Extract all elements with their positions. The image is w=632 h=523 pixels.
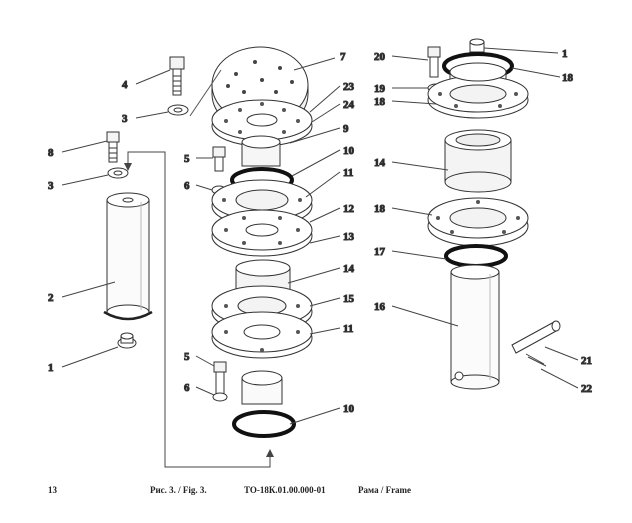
part-shims-23-24 bbox=[211, 99, 313, 147]
part-bolt-20 bbox=[427, 46, 441, 78]
callout-11b: 11 bbox=[343, 323, 353, 335]
callout-3b: 3 bbox=[48, 180, 54, 192]
callout-14a: 14 bbox=[343, 263, 355, 275]
page-number: 13 bbox=[48, 485, 57, 495]
part-axle-16 bbox=[450, 264, 500, 390]
part-cotter-22 bbox=[525, 353, 547, 367]
part-bushing-14b bbox=[444, 129, 512, 193]
document-code: ТО-18К.01.00.000-01 bbox=[244, 485, 326, 495]
part-washer-6b bbox=[212, 392, 228, 402]
callout-numbers: 4 3 8 3 2 1 7 23 24 9 5 10 6 11 12 13 14… bbox=[48, 48, 594, 416]
document-title: Рама / Frame bbox=[358, 485, 412, 495]
callout-7: 7 bbox=[340, 51, 346, 63]
callout-19: 19 bbox=[374, 83, 386, 95]
callout-5b: 5 bbox=[184, 351, 190, 363]
callout-18c: 18 bbox=[374, 203, 386, 215]
part-flange-18c bbox=[427, 197, 529, 247]
part-plate-12 bbox=[211, 209, 313, 257]
callout-14b: 14 bbox=[374, 157, 386, 169]
callout-6b: 6 bbox=[184, 382, 190, 394]
callout-4: 4 bbox=[122, 79, 128, 91]
callout-16: 16 bbox=[374, 301, 386, 313]
part-nut-1b bbox=[469, 38, 485, 53]
callout-22: 22 bbox=[581, 383, 593, 395]
part-pin-21 bbox=[511, 320, 561, 354]
callout-9: 9 bbox=[343, 123, 349, 135]
callout-23: 23 bbox=[343, 81, 355, 93]
leader-lines bbox=[61, 47, 579, 425]
callout-5a: 5 bbox=[184, 153, 190, 165]
part-nut-1a bbox=[117, 332, 137, 349]
figure-label: Рис. 3. / Fig. 3. bbox=[150, 485, 207, 495]
callout-18b: 18 bbox=[374, 96, 386, 108]
callout-13: 13 bbox=[343, 231, 355, 243]
part-washer-3b bbox=[107, 167, 129, 179]
part-bushing-lower bbox=[241, 370, 283, 405]
part-bolt-8 bbox=[106, 131, 120, 163]
page-footer: 13 Рис. 3. / Fig. 3. ТО-18К.01.00.000-01… bbox=[0, 485, 632, 501]
part-pin-2 bbox=[103, 192, 153, 321]
callout-17: 17 bbox=[374, 246, 386, 258]
part-bolt-5b bbox=[213, 361, 227, 395]
part-bolt-4 bbox=[169, 56, 185, 96]
callout-8: 8 bbox=[48, 147, 54, 159]
part-flange-18a bbox=[427, 62, 529, 119]
callout-6a: 6 bbox=[184, 180, 190, 192]
callout-24: 24 bbox=[343, 99, 355, 111]
callout-15: 15 bbox=[343, 293, 355, 305]
callout-2: 2 bbox=[48, 292, 54, 304]
callout-18a: 18 bbox=[562, 72, 574, 84]
callout-21: 21 bbox=[581, 355, 592, 367]
part-seal-17 bbox=[444, 244, 508, 268]
callout-11a: 11 bbox=[343, 167, 353, 179]
callout-1b: 1 bbox=[562, 48, 568, 60]
part-bolt-5a bbox=[212, 146, 226, 172]
callout-12: 12 bbox=[343, 203, 355, 215]
connector-arrow bbox=[127, 151, 271, 468]
callout-1a: 1 bbox=[48, 362, 54, 374]
part-seal-10b bbox=[232, 410, 296, 438]
part-washer-3a bbox=[167, 104, 189, 116]
part-flange-11b bbox=[211, 311, 313, 359]
part-bushing-9 bbox=[241, 135, 281, 167]
callout-10b: 10 bbox=[343, 403, 355, 415]
callout-20: 20 bbox=[374, 51, 386, 63]
callout-10a: 10 bbox=[343, 145, 355, 157]
callout-3a: 3 bbox=[122, 113, 128, 125]
